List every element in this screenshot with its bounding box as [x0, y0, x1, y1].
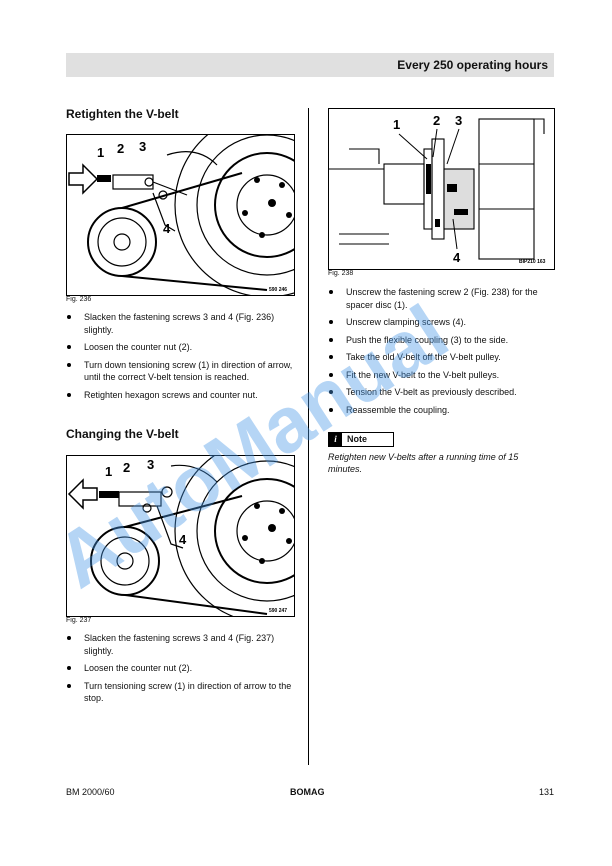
- info-icon: i: [329, 433, 342, 446]
- list-item: Loosen the counter nut (2).: [66, 341, 298, 354]
- fig238-label-4: 4: [453, 250, 461, 265]
- list-item: Turn down tensioning screw (1) in direct…: [66, 359, 298, 384]
- fig236-label-4: 4: [163, 221, 171, 236]
- fig236-caption: Fig. 236: [66, 296, 92, 303]
- fig236-label-1: 1: [97, 145, 104, 160]
- footer-brand: BOMAG: [290, 787, 325, 797]
- figure-237: 1 2 3 4 590 247: [66, 455, 295, 617]
- list-item: Fit the new V-belt to the V-belt pulleys…: [328, 369, 556, 382]
- fig236-code: 590 246: [269, 287, 287, 293]
- fig237-caption: Fig. 237: [66, 617, 92, 624]
- list-item: Loosen the counter nut (2).: [66, 662, 298, 675]
- figure-237-illustration: 1 2 3 4 590 247: [67, 456, 294, 616]
- list-item: Tension the V-belt as previously describ…: [328, 386, 556, 399]
- fig238-label-1: 1: [393, 117, 400, 132]
- note-box: i Note: [328, 432, 394, 447]
- list-item: Retighten hexagon screws and counter nut…: [66, 389, 298, 402]
- figure-238-illustration: 1 2 3 4 BIP210 163: [329, 113, 546, 265]
- fig236-label-3: 3: [139, 139, 146, 154]
- column-divider: [308, 108, 309, 765]
- fig237-label-2: 2: [123, 460, 130, 475]
- list-item: Turn tensioning screw (1) in direction o…: [66, 680, 298, 705]
- heading-changing-v-belt: Changing the V-belt: [66, 427, 179, 441]
- fig237-label-4: 4: [179, 532, 187, 547]
- fig237-code: 590 247: [269, 608, 287, 614]
- note-label: Note: [347, 434, 367, 444]
- fig238-code: BIP210 163: [519, 259, 546, 265]
- fig237-label-3: 3: [147, 457, 154, 472]
- list-item: Slacken the fastening screws 3 and 4 (Fi…: [66, 632, 298, 657]
- list-item: Take the old V-belt off the V-belt pulle…: [328, 351, 556, 364]
- fig238-label-3: 3: [455, 113, 462, 128]
- fig238-label-2: 2: [433, 113, 440, 128]
- fig238-caption: Fig. 238: [328, 270, 354, 277]
- list-item: Push the flexible coupling (3) to the si…: [328, 334, 556, 347]
- heading-retighten-v-belt: Retighten the V-belt: [66, 107, 179, 121]
- fig236-label-2: 2: [117, 141, 124, 156]
- list-item: Unscrew the fastening screw 2 (Fig. 238)…: [328, 286, 556, 311]
- figure-238: 1 2 3 4 BIP210 163: [328, 108, 555, 270]
- section2-steps: Slacken the fastening screws 3 and 4 (Fi…: [66, 632, 298, 710]
- section1-steps: Slacken the fastening screws 3 and 4 (Fi…: [66, 311, 298, 406]
- page-header-title: Every 250 operating hours: [397, 58, 548, 72]
- direction-arrow-icon: [67, 478, 98, 510]
- direction-arrow-icon: [68, 163, 99, 195]
- footer-model: BM 2000/60: [66, 787, 115, 797]
- footer-page-number: 131: [538, 787, 554, 797]
- list-item: Slacken the fastening screws 3 and 4 (Fi…: [66, 311, 298, 336]
- fig237-label-1: 1: [105, 464, 112, 479]
- figure-236: 1 2 3 4 590 246: [66, 134, 295, 296]
- note-text: Retighten new V-belts after a running ti…: [328, 452, 519, 474]
- list-item: Reassemble the coupling.: [328, 404, 556, 417]
- coupling-steps: Unscrew the fastening screw 2 (Fig. 238)…: [328, 286, 556, 421]
- list-item: Unscrew clamping screws (4).: [328, 316, 556, 329]
- figure-236-illustration: 1 2 3 4 590 246: [68, 135, 294, 295]
- page-header-bar: Every 250 operating hours: [66, 53, 554, 77]
